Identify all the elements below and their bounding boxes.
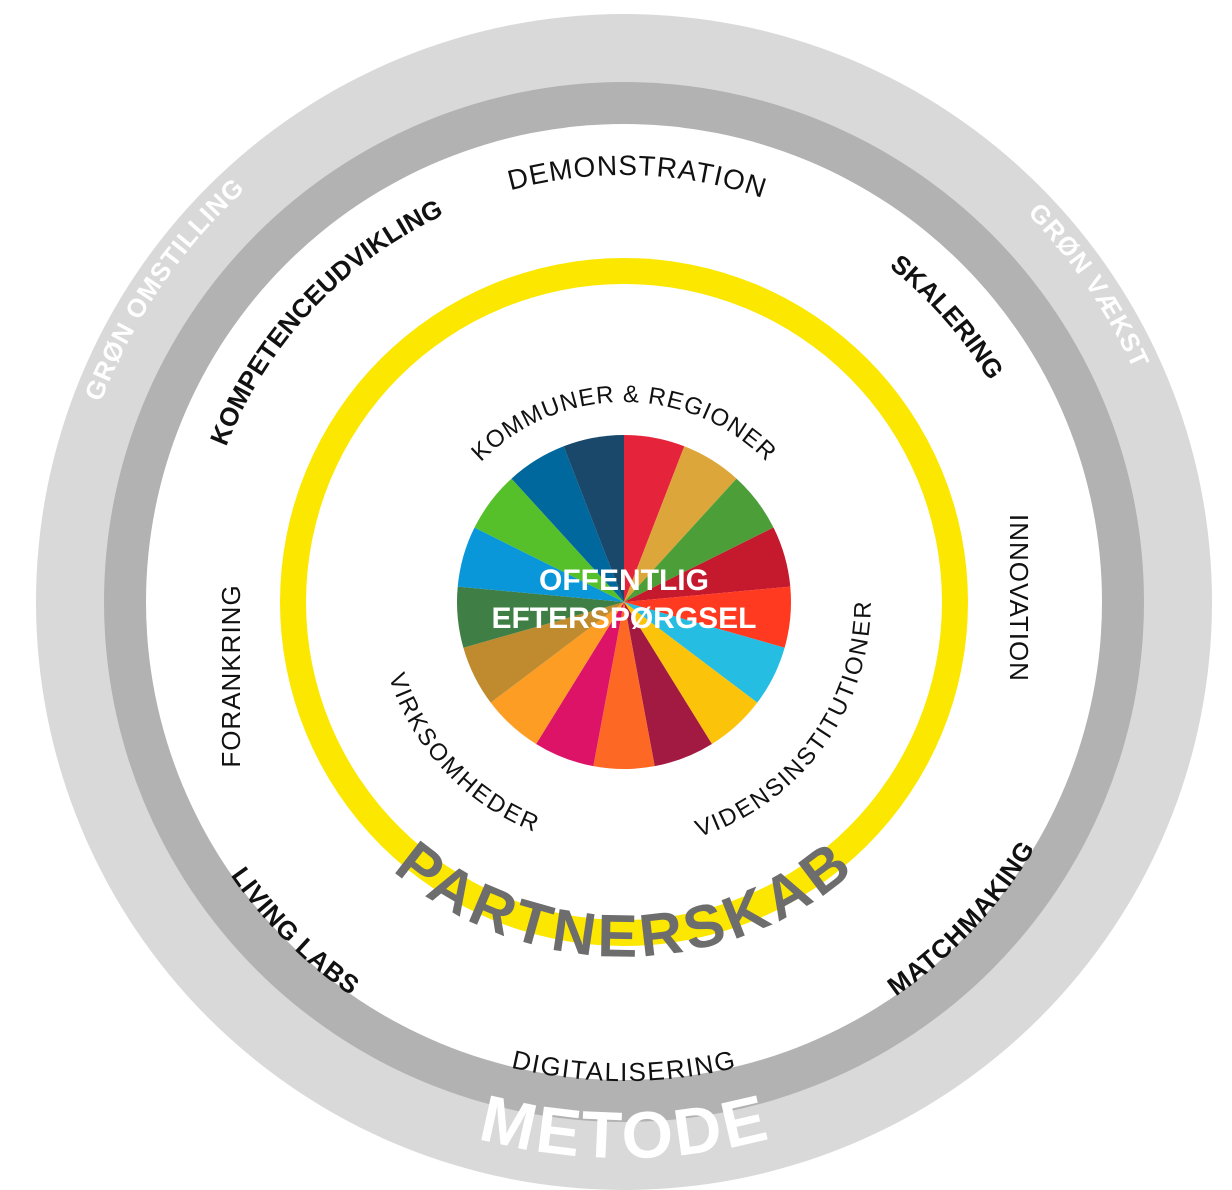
sdg-segment-8 bbox=[624, 602, 712, 767]
sdg-segment-5 bbox=[624, 586, 792, 648]
sdg-color-wheel bbox=[456, 435, 792, 770]
sdg-segment-9 bbox=[593, 602, 655, 770]
method-label-innovation: INNOVATION bbox=[1004, 514, 1034, 682]
sdg-segment-17 bbox=[563, 435, 624, 602]
sdg-segment-10 bbox=[536, 602, 624, 767]
center-title-line1: OFFENTLIG bbox=[539, 564, 709, 597]
sdg-segment-1 bbox=[624, 435, 685, 602]
sdg-segment-15 bbox=[474, 478, 624, 602]
sdg-segment-2 bbox=[624, 446, 737, 602]
sdg-segment-4 bbox=[624, 527, 791, 602]
method-label-forankring: FORANKRING bbox=[216, 584, 246, 767]
sdg-segment-16 bbox=[511, 446, 624, 602]
sdg-segment-3 bbox=[624, 478, 774, 602]
sdg-segment-14 bbox=[457, 527, 624, 602]
sdg-segment-13 bbox=[456, 586, 624, 648]
sdg-segment-6 bbox=[624, 602, 785, 703]
sdg-segment-7 bbox=[624, 602, 758, 744]
sdg-segment-12 bbox=[463, 602, 624, 703]
sdg-segment-11 bbox=[490, 602, 624, 744]
center-title-line2: EFTERSPØRGSEL bbox=[491, 602, 756, 635]
